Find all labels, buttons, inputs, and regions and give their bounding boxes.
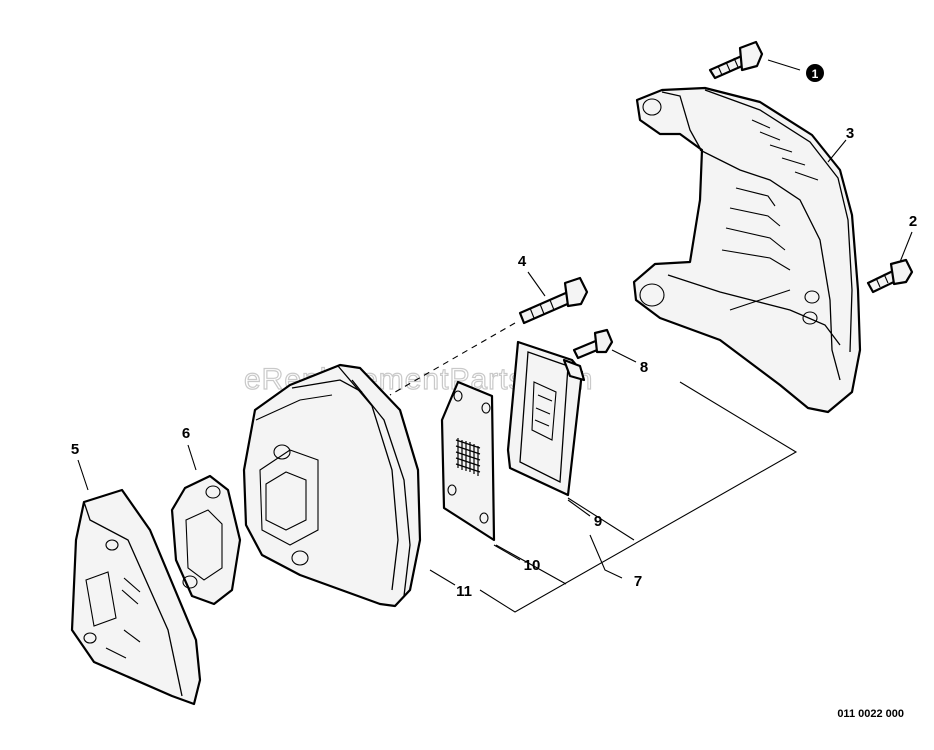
- assembly-bracket-7: [479, 381, 798, 613]
- callout-2: 2: [909, 213, 917, 230]
- heat-shield-plate: [70, 488, 202, 706]
- screw-8: [572, 328, 614, 360]
- leader-2: [899, 231, 913, 263]
- leader-4: [527, 271, 546, 297]
- bolt-4: [518, 276, 589, 325]
- leader-1: [767, 59, 801, 71]
- gasket-6: [170, 474, 242, 606]
- leader-10: [493, 544, 521, 561]
- callout-4: 4: [518, 253, 527, 270]
- leader-8: [611, 349, 637, 363]
- leader-5: [77, 459, 89, 491]
- muffler-body: [242, 363, 422, 608]
- muffler-cover: [632, 86, 862, 414]
- callout-8: 8: [640, 359, 648, 376]
- drawing-code: 011 0022 000: [837, 708, 904, 720]
- callout-7: 7: [634, 573, 642, 590]
- screw-1: [708, 40, 764, 80]
- screen-bracket: [506, 340, 586, 497]
- callout-3: 3: [846, 125, 854, 142]
- leader-3: [827, 139, 847, 163]
- screw-2: [866, 258, 914, 294]
- callout-9: 9: [594, 513, 602, 530]
- leader-11: [429, 569, 456, 586]
- callout-1-badge: [806, 64, 824, 82]
- leader-6: [187, 444, 197, 471]
- callout-6: 6: [182, 425, 190, 442]
- spark-arrestor-screen: [440, 380, 496, 542]
- callout-1: 1: [812, 67, 819, 81]
- assembly-line-bolt: [389, 322, 516, 396]
- callout-11: 11: [456, 583, 472, 600]
- leader-9: [567, 499, 591, 517]
- callout-5: 5: [71, 441, 79, 458]
